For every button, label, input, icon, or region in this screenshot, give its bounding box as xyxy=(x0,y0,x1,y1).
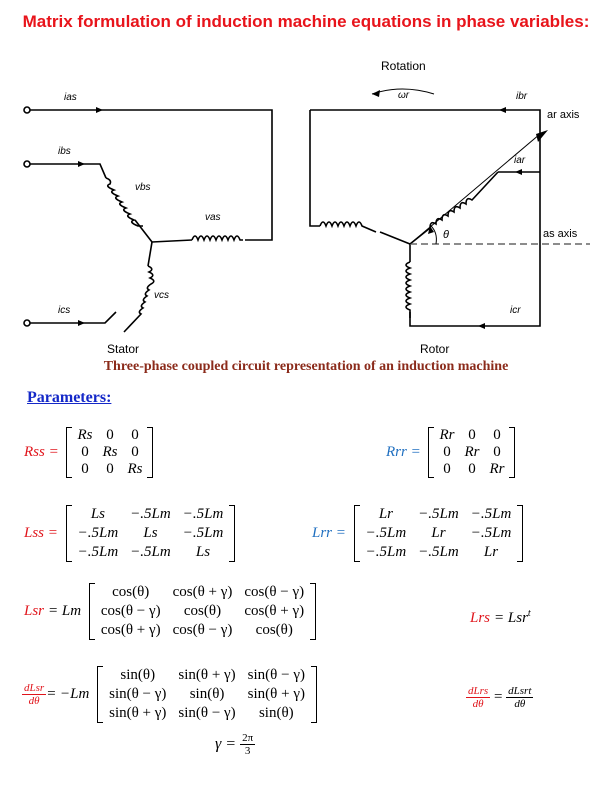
parameters-heading: Parameters: xyxy=(27,389,112,406)
lrs-lhs: Lrs xyxy=(470,610,491,627)
gamma-lhs: γ = xyxy=(215,735,237,753)
lrs-sup: t xyxy=(527,608,531,619)
label-vbs: vbs xyxy=(135,182,151,193)
label-rotor: Rotor xyxy=(420,342,449,355)
page-title: Matrix formulation of induction machine … xyxy=(22,12,590,31)
label-vcs: vcs xyxy=(154,290,169,301)
label-ics: ics xyxy=(58,305,70,316)
figure-caption: Three-phase coupled circuit representati… xyxy=(103,359,509,374)
rotor-circuit xyxy=(309,88,590,327)
label-rotation: Rotation xyxy=(381,59,426,73)
lsr-lhs: Lsr xyxy=(24,603,45,619)
lss-lhs: Lss = xyxy=(24,525,58,541)
lrs-rhs: = Lsr xyxy=(494,610,528,626)
rrr-lhs: Rrr = xyxy=(386,444,421,460)
label-stator: Stator xyxy=(107,342,139,355)
dlrs-eq: = xyxy=(493,689,503,705)
dlsr-matrix: sin(θ)sin(θ + γ)sin(θ − γ) sin(θ − γ)sin… xyxy=(97,666,317,723)
lrr-lhs: Lrr = xyxy=(312,525,346,541)
dlsr-factor: = −Lm xyxy=(46,686,90,702)
eq-lsr: Lsr= Lm cos(θ)cos(θ + γ)cos(θ − γ) cos(θ… xyxy=(24,583,317,640)
rotor-arrows xyxy=(372,90,548,329)
label-theta: θ xyxy=(443,229,449,241)
label-icr: icr xyxy=(510,305,521,316)
stator-arrows xyxy=(78,107,103,326)
label-ibr: ibr xyxy=(516,91,528,102)
stator-circuit xyxy=(23,106,273,333)
lsr-factor: = Lm xyxy=(48,603,82,619)
lsr-matrix: cos(θ)cos(θ + γ)cos(θ − γ) cos(θ − γ)cos… xyxy=(88,583,317,640)
label-iar: iar xyxy=(514,155,526,166)
label-ibs: ibs xyxy=(58,146,71,157)
label-ias: ias xyxy=(64,92,77,103)
eq-lrs: Lrs= Lsrt xyxy=(470,608,531,627)
rss-lhs: Rss = xyxy=(24,444,59,460)
circuit-figure: ias ibs ics vbs vas vcs Rotation ωr ibr … xyxy=(23,59,590,355)
label-as-axis: as axis xyxy=(543,228,578,240)
label-ar-axis: ar axis xyxy=(547,109,580,121)
label-vas: vas xyxy=(205,212,221,223)
label-omega: ωr xyxy=(398,90,410,101)
